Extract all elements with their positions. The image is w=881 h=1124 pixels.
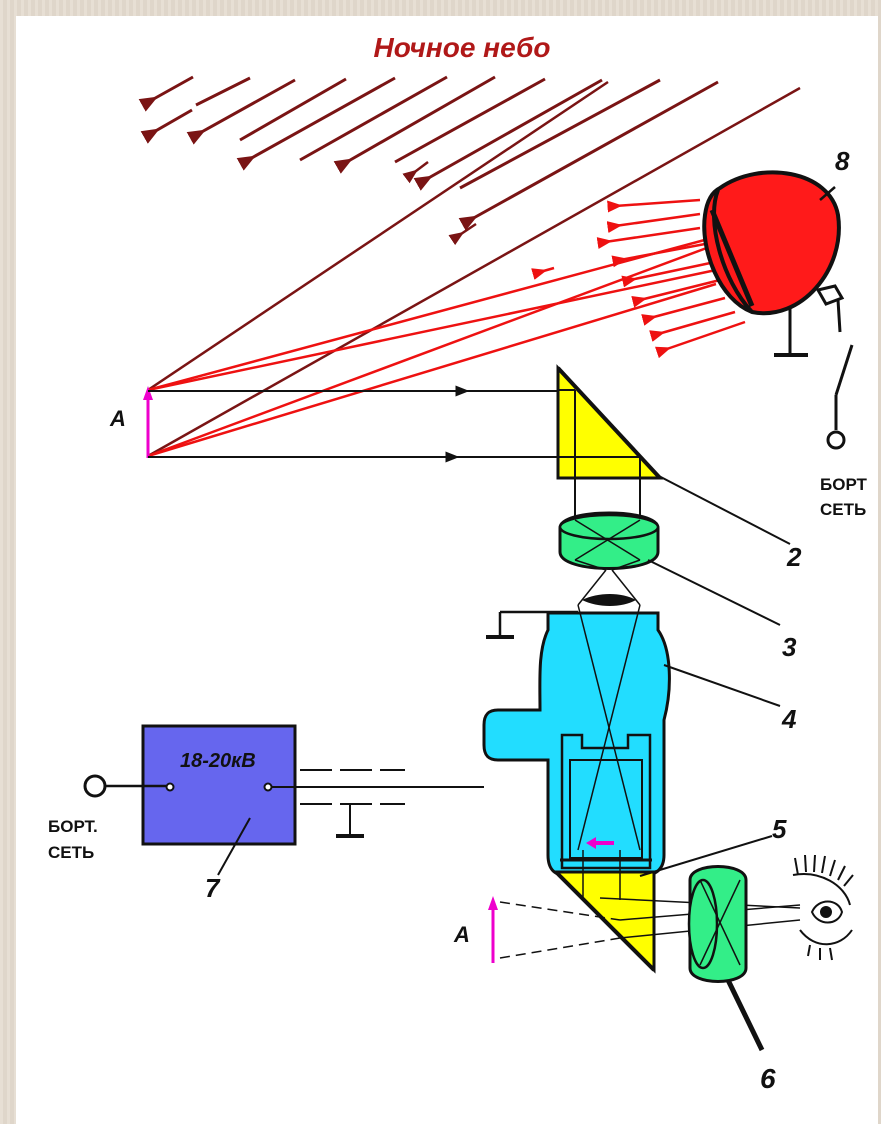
sky-rays-long [147, 80, 801, 458]
image-tube-4 [482, 594, 781, 878]
horizontal-rays [148, 385, 560, 463]
part-label-6: 6 [760, 1063, 776, 1094]
board-network-left-1: БОРТ. [48, 817, 98, 836]
sky-rays-short [138, 75, 719, 231]
ir-searchlight [702, 170, 854, 450]
sky-title: Ночное небо [374, 32, 551, 63]
lens-3 [558, 511, 781, 626]
focus-cone [574, 559, 641, 606]
board-network-right-2: СЕТЬ [820, 500, 866, 519]
eye-icon [792, 854, 854, 961]
part-label-8: 8 [835, 146, 850, 176]
object-arrow-bottom [488, 896, 498, 963]
beam-2-3 [574, 478, 641, 518]
part-label-2: 2 [786, 542, 802, 572]
power-block-7 [141, 724, 297, 876]
object-arrow-top [143, 386, 153, 458]
board-network-left-2: СЕТЬ [48, 843, 94, 862]
eyepiece-rays [499, 901, 621, 959]
ir-rays [147, 198, 746, 458]
left-terminal [83, 774, 166, 798]
prism-2 [556, 364, 791, 545]
part-label-5: 5 [772, 814, 787, 844]
hv-cable [272, 769, 484, 838]
object-label-bottom: A [453, 922, 470, 947]
part-label-3: 3 [782, 632, 797, 662]
object-label-top: A [109, 406, 126, 431]
voltage-label: 18-20кВ [180, 750, 256, 772]
part-label-7: 7 [205, 873, 221, 903]
part-label-4: 4 [781, 704, 797, 734]
prism-5 [552, 835, 773, 974]
eyepiece-lens-6 [687, 865, 765, 1052]
board-network-right-1: БОРТ [820, 475, 868, 494]
